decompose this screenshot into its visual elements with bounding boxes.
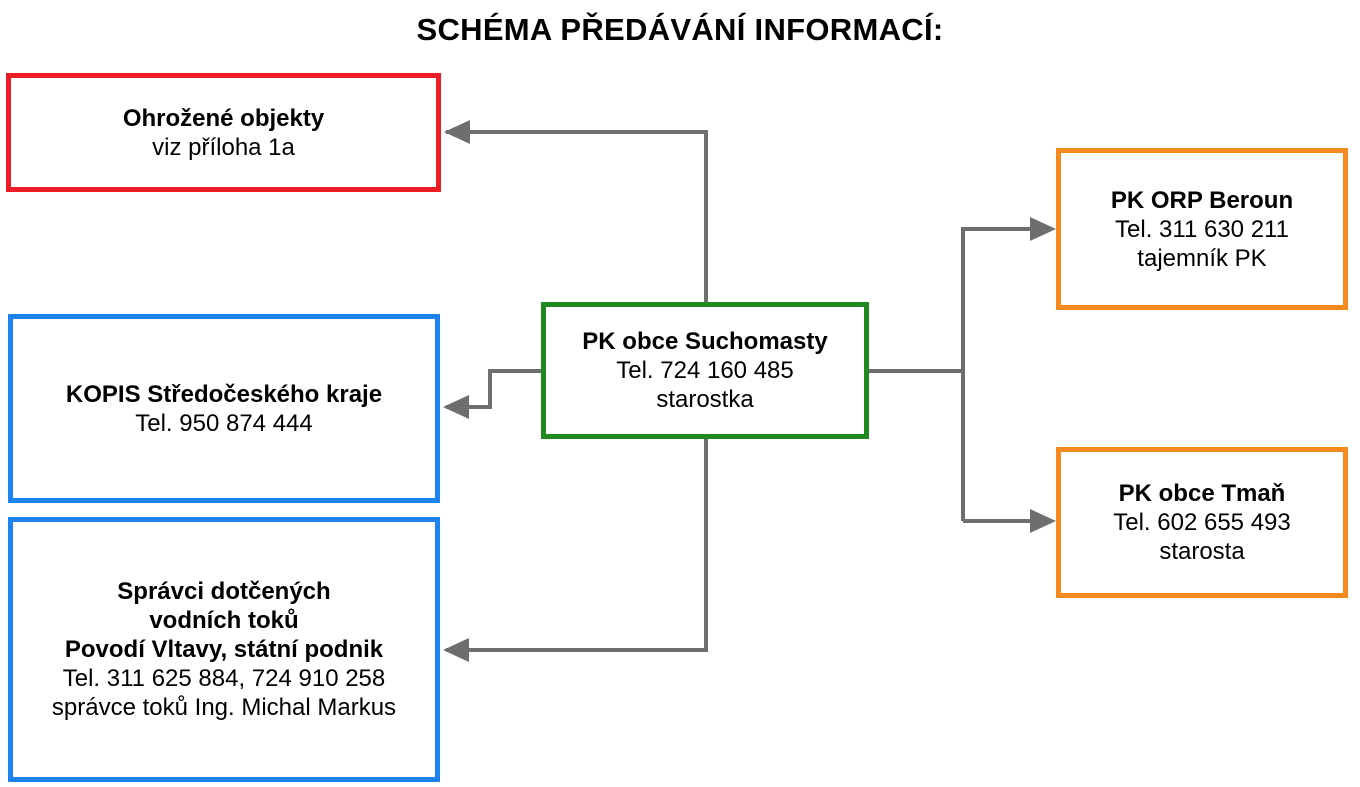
arrowhead-threatened bbox=[444, 120, 470, 144]
box-center-suchomasty: PK obce Suchomasty Tel. 724 160 485 star… bbox=[541, 302, 869, 439]
arrow-to-orp bbox=[961, 227, 1050, 521]
arrowhead-river bbox=[443, 638, 469, 662]
box-kopis: KOPIS Středočeského kraje Tel. 950 874 4… bbox=[8, 314, 440, 503]
tman-phone: Tel. 602 655 493 bbox=[1113, 509, 1291, 536]
orp-phone: Tel. 311 630 211 bbox=[1115, 215, 1289, 243]
arrow-to-threatened bbox=[446, 130, 708, 302]
arrowhead-kopis bbox=[443, 395, 469, 419]
river-heading2: vodních toků bbox=[149, 607, 299, 634]
arrow-to-river bbox=[446, 439, 708, 652]
threatened-heading: Ohrožené objekty bbox=[122, 104, 325, 132]
tman-heading: PK obce Tmaň bbox=[1118, 480, 1286, 507]
center-heading: PK obce Suchomasty bbox=[582, 328, 828, 355]
kopis-phone: Tel. 950 874 444 bbox=[135, 409, 313, 437]
threatened-line1: viz příloha 1a bbox=[152, 133, 295, 161]
box-river-managers: Správci dotčených vodních toků Povodí Vl… bbox=[8, 517, 440, 782]
diagram-title: SCHÉMA PŘEDÁVÁNÍ INFORMACÍ: bbox=[416, 12, 944, 47]
arrowhead-orp bbox=[1030, 217, 1056, 241]
tman-role: starosta bbox=[1159, 538, 1245, 565]
river-manager: správce toků Ing. Michal Markus bbox=[51, 694, 397, 721]
river-phone: Tel. 311 625 884, 724 910 258 bbox=[62, 665, 386, 692]
orp-role: tajemník PK bbox=[1137, 244, 1267, 272]
box-threatened-objects: Ohrožené objekty viz příloha 1a bbox=[6, 73, 441, 192]
river-heading3: Povodí Vltavy, státní podnik bbox=[64, 636, 384, 663]
kopis-heading: KOPIS Středočeského kraje bbox=[65, 380, 383, 408]
center-role: starostka bbox=[656, 386, 754, 413]
river-heading1: Správci dotčených bbox=[117, 578, 331, 605]
arrowhead-tman bbox=[1030, 509, 1056, 533]
box-tman: PK obce Tmaň Tel. 602 655 493 starosta bbox=[1056, 447, 1348, 598]
box-orp-beroun: PK ORP Beroun Tel. 311 630 211 tajemník … bbox=[1056, 148, 1348, 310]
center-phone: Tel. 724 160 485 bbox=[616, 357, 794, 384]
orp-heading: PK ORP Beroun bbox=[1110, 186, 1294, 214]
